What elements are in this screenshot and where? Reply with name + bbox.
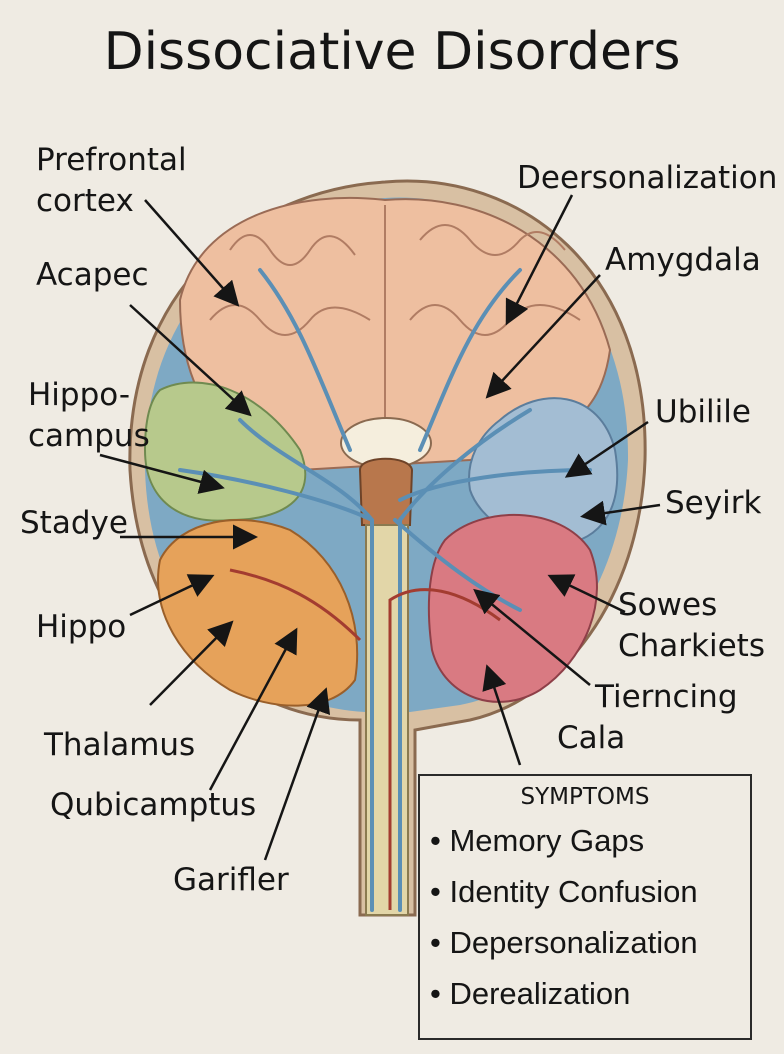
symptom-item: • Identity Confusion bbox=[430, 874, 698, 909]
symptoms-heading: SYMPTOMS bbox=[520, 784, 650, 810]
label-line: Sowes bbox=[618, 587, 718, 623]
label-line: Hippo- bbox=[28, 377, 131, 413]
label-sowes-charkiets: Sowes Charkiets bbox=[618, 585, 765, 667]
label-line: cortex bbox=[36, 183, 134, 219]
label-prefrontal-cortex: Prefrontal cortex bbox=[36, 140, 187, 222]
label-line: campus bbox=[28, 418, 150, 454]
label-hippo: Hippo bbox=[36, 609, 127, 645]
label-qubicamptus: Qubicamptus bbox=[50, 787, 257, 823]
label-arrows bbox=[99, 194, 661, 861]
diagram-title: Dissociative Disorders bbox=[103, 22, 681, 82]
label-deersonalization: Deersonalization bbox=[517, 160, 778, 196]
label-stadye: Stadye bbox=[20, 505, 128, 541]
label-thalamus: Thalamus bbox=[44, 727, 196, 763]
label-garifler: Garifler bbox=[173, 862, 289, 898]
orange-region bbox=[157, 519, 359, 707]
symptoms-box: SYMPTOMS • Memory Gaps • Identity Confus… bbox=[418, 774, 752, 1040]
label-ubilile: Ubilile bbox=[655, 394, 751, 430]
label-line: Charkiets bbox=[618, 628, 765, 664]
label-hippocampus: Hippo- campus bbox=[28, 375, 150, 457]
symptom-item: • Memory Gaps bbox=[430, 823, 645, 858]
label-tierncing: Tierncing bbox=[595, 679, 738, 715]
label-seyirk: Seyirk bbox=[665, 485, 762, 521]
label-acapec: Acapec bbox=[36, 257, 149, 293]
symptom-item: • Depersonalization bbox=[430, 925, 698, 960]
label-amygdala: Amygdala bbox=[605, 242, 761, 278]
symptom-item: • Derealization bbox=[430, 976, 631, 1011]
label-line: Prefrontal bbox=[36, 142, 187, 178]
label-cala: Cala bbox=[557, 720, 626, 756]
